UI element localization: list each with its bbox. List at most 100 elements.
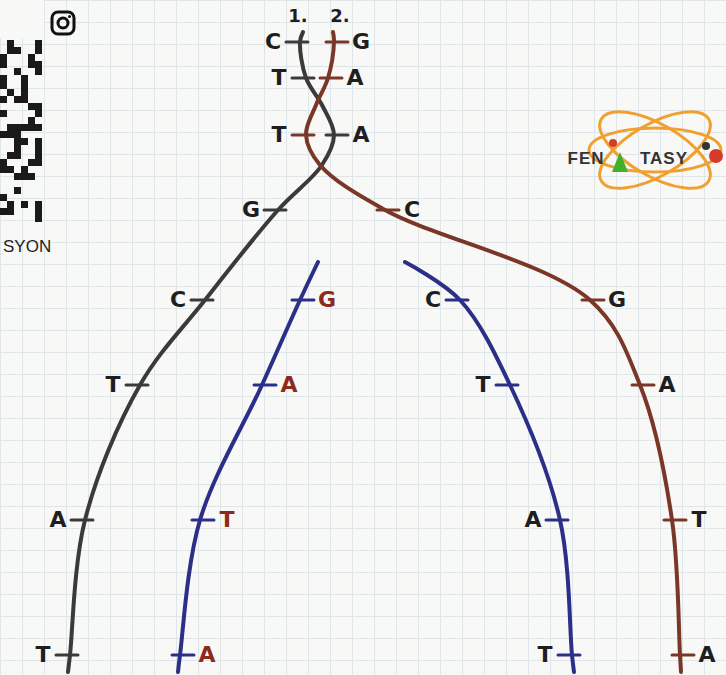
qr-module [14, 152, 21, 159]
base-tick [326, 41, 348, 44]
qr-module [21, 75, 28, 82]
base-tick [191, 299, 213, 302]
base-tick [496, 384, 518, 387]
base-tick [292, 299, 314, 302]
base-tick [582, 299, 604, 302]
qr-module [35, 103, 42, 110]
base-tick [264, 209, 286, 212]
base-letter: T [271, 67, 286, 89]
qr-module [35, 40, 42, 47]
qr-module [21, 89, 28, 96]
base-tick [172, 654, 194, 657]
dna-strand [306, 32, 681, 672]
strand-number: 2. [330, 7, 349, 25]
qr-module [21, 82, 28, 89]
base-letter: C [404, 199, 420, 221]
qr-module [14, 68, 21, 75]
logo-text: FEN [568, 150, 605, 167]
qr-code [0, 0, 44, 222]
base-letter: T [105, 374, 120, 396]
base-tick [286, 41, 308, 44]
base-tick [446, 299, 468, 302]
base-letter: T [691, 509, 706, 531]
base-tick [320, 77, 342, 80]
base-tick [192, 519, 214, 522]
qr-module [35, 145, 42, 152]
base-letter: C [265, 31, 281, 53]
base-letter: T [271, 124, 286, 146]
qr-module [7, 131, 14, 138]
logo-atom [588, 96, 723, 203]
dna-strand [405, 262, 574, 672]
qr-module [0, 75, 7, 82]
qr-module [35, 47, 42, 54]
qr-module [7, 47, 14, 54]
qr-module [35, 208, 42, 215]
dna-strands [68, 32, 681, 672]
base-letter: G [352, 31, 370, 53]
qr-module [35, 201, 42, 208]
qr-module [14, 131, 21, 138]
base-tick [292, 77, 314, 80]
qr-module [35, 152, 42, 159]
strand-number: 1. [288, 7, 307, 25]
base-tick [664, 519, 686, 522]
base-letter: C [425, 289, 441, 311]
base-letter: A [49, 509, 66, 531]
qr-module [0, 159, 7, 166]
dna-strand [68, 32, 334, 672]
base-tick [632, 384, 654, 387]
qr-module [7, 208, 14, 215]
qr-module [7, 201, 14, 208]
base-tick [71, 519, 93, 522]
qr-module [0, 131, 7, 138]
qr-module [35, 159, 42, 166]
base-letter: T [475, 374, 490, 396]
qr-module [14, 145, 21, 152]
base-letter: A [346, 67, 363, 89]
logo-text: SYON [3, 238, 51, 255]
qr-gap [0, 0, 44, 38]
base-ticks [56, 42, 694, 655]
qr-module [7, 89, 14, 96]
qr-module [21, 124, 28, 131]
qr-module [28, 173, 35, 180]
base-tick [126, 384, 148, 387]
qr-module [21, 173, 28, 180]
qr-module [7, 124, 14, 131]
qr-module [7, 152, 14, 159]
base-letter: T [35, 644, 50, 666]
base-letter: A [280, 374, 297, 396]
qr-module [7, 40, 14, 47]
base-letter: C [170, 289, 186, 311]
qr-module [28, 124, 35, 131]
logo-text: TASY [640, 150, 688, 167]
base-letter: A [524, 509, 541, 531]
qr-module [0, 110, 7, 117]
qr-module [35, 215, 42, 222]
qr-module [14, 124, 21, 131]
qr-module [0, 166, 7, 173]
qr-module [0, 208, 7, 215]
qr-module [14, 96, 21, 103]
base-letter: A [658, 374, 675, 396]
base-tick [377, 209, 399, 212]
base-letter: T [537, 644, 552, 666]
qr-module [0, 96, 7, 103]
qr-module [28, 61, 35, 68]
base-letter: G [242, 199, 260, 221]
base-letter: T [219, 509, 234, 531]
qr-module [35, 138, 42, 145]
qr-module [7, 166, 14, 173]
instagram-icon [52, 12, 74, 34]
qr-module [0, 82, 7, 89]
base-letter: A [698, 644, 715, 666]
base-tick [558, 654, 580, 657]
qr-module [35, 68, 42, 75]
qr-module [0, 61, 7, 68]
qr-module [21, 166, 28, 173]
qr-module [35, 61, 42, 68]
qr-module [28, 159, 35, 166]
base-tick [672, 654, 694, 657]
